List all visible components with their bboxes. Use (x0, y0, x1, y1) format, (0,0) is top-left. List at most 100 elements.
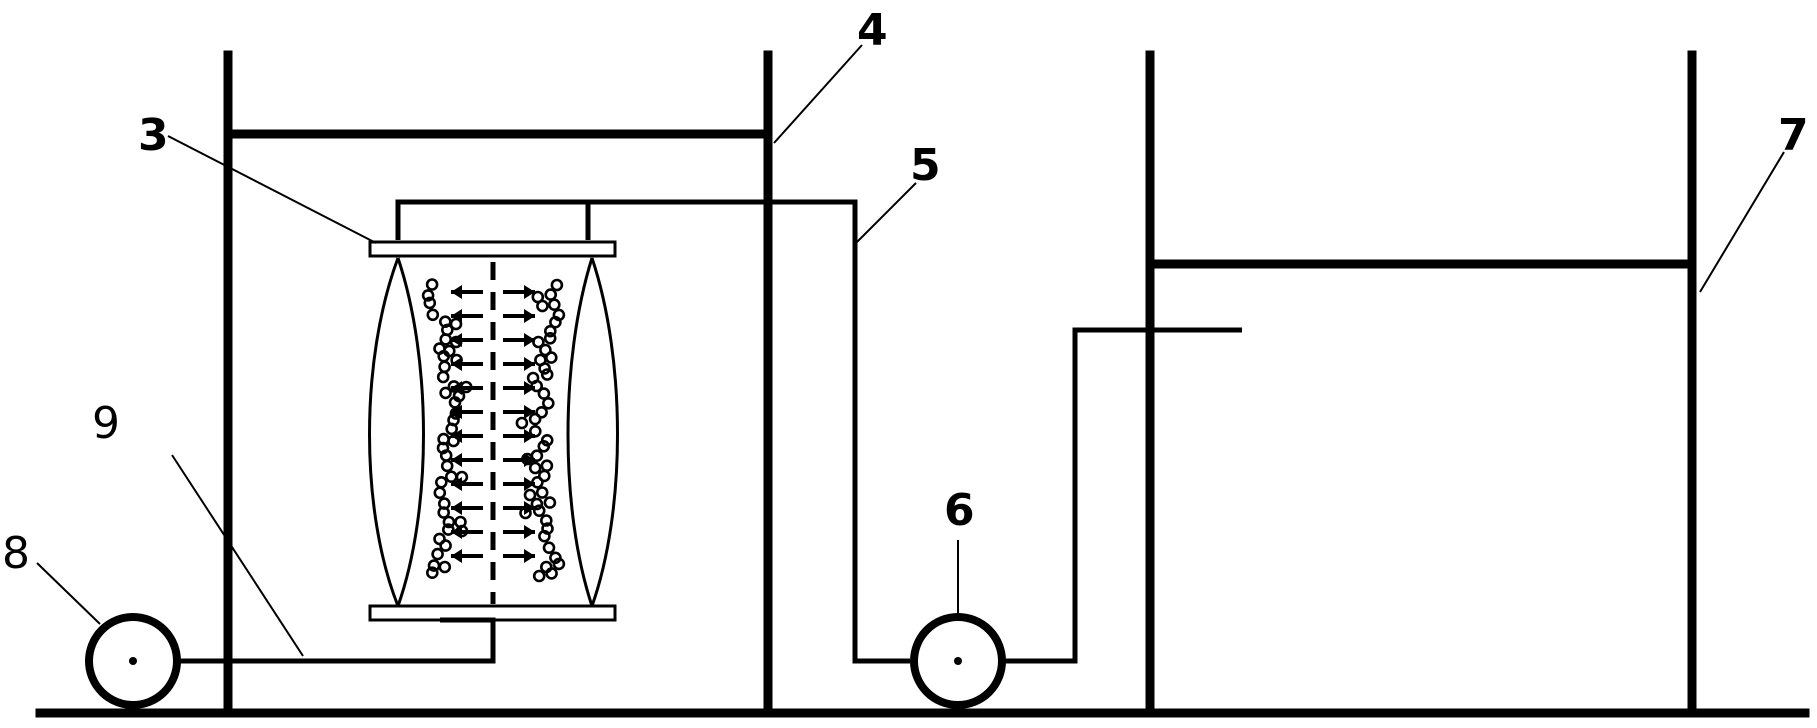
particle-bead (538, 529, 551, 543)
leader-4 (773, 44, 863, 144)
particle-bead (437, 506, 451, 519)
flow-arrow-left (451, 285, 483, 299)
particle-bead (542, 541, 556, 555)
particle-bead (547, 298, 561, 312)
label-4: 4 (857, 5, 888, 56)
module-top-plate (368, 240, 617, 258)
particle-bead (550, 278, 564, 292)
particle-bead (440, 459, 454, 473)
flow-arrow-left (451, 309, 483, 323)
label-7: 7 (1778, 110, 1809, 161)
module-top-cap (395, 199, 591, 240)
particle-bead (530, 497, 544, 511)
pump-8-body (85, 613, 181, 709)
flow-arrow-right (503, 381, 535, 395)
flow-arrow-right (503, 285, 535, 299)
particle-bead (530, 379, 544, 393)
pump-6-outlet-pipe (1005, 327, 1242, 664)
particle-bead (544, 288, 558, 301)
particle-bead (433, 486, 447, 500)
particle-bead (536, 299, 549, 313)
pump-6-hub (954, 657, 962, 665)
leader-7 (1699, 151, 1785, 293)
module-bottom-stub (440, 617, 496, 650)
particle-bead (421, 289, 435, 302)
flow-arrow-right (503, 333, 535, 347)
flow-arrows (451, 285, 535, 563)
particle-bead (535, 405, 548, 419)
particle-bead (537, 439, 551, 453)
leader-8 (36, 562, 101, 625)
particle-bead (515, 416, 529, 430)
right-membrane-inner (566, 257, 594, 607)
particle-bead (438, 560, 452, 574)
particle-bead (426, 308, 440, 322)
particle-bead (447, 380, 461, 393)
particle-bead (455, 524, 469, 538)
particle-bead (528, 412, 542, 426)
flow-arrow-left (451, 501, 483, 515)
particle-bead (531, 475, 544, 489)
leader-5 (856, 182, 917, 243)
particle-bead (521, 452, 534, 466)
particle-bead (539, 514, 553, 527)
flow-arrow-right (503, 525, 535, 539)
particle-bead (528, 424, 542, 438)
particle-beads (421, 278, 566, 583)
particle-bead (552, 557, 566, 571)
particle-bead (439, 539, 452, 552)
pipe-5 (588, 199, 910, 664)
particle-bead (423, 296, 437, 310)
particle-bead (538, 362, 551, 375)
particle-bead (535, 486, 549, 499)
pump-8-hub (129, 657, 137, 665)
particle-bead (449, 335, 463, 349)
particle-bead (436, 370, 450, 384)
particle-bead (532, 569, 546, 583)
flow-arrow-right (503, 405, 535, 419)
particle-bead (528, 461, 542, 475)
left-membrane-outer (368, 257, 400, 607)
particle-bead (450, 353, 463, 367)
particle-bead (540, 459, 554, 473)
pipe-9 (180, 650, 496, 664)
particle-bead (445, 422, 459, 436)
particle-bead (455, 470, 469, 484)
particle-bead (433, 532, 446, 546)
particle-bead (523, 488, 537, 502)
particle-bead (545, 567, 558, 580)
particle-bead (439, 386, 452, 400)
particle-bead (442, 515, 456, 529)
particle-bead (543, 324, 557, 338)
particle-bead (459, 380, 473, 394)
particle-bead (532, 335, 545, 349)
particle-bead (431, 547, 444, 561)
flow-arrow-right (503, 309, 535, 323)
particle-bead (425, 566, 439, 580)
flow-arrow-left (451, 333, 483, 347)
label-3: 3 (138, 110, 169, 161)
particle-bead (543, 331, 557, 345)
label-5: 5 (910, 140, 941, 191)
flow-arrow-right (503, 429, 535, 443)
flow-arrow-right (503, 549, 535, 563)
leader-9 (171, 454, 304, 657)
particle-bead (549, 315, 562, 329)
label-8: 8 (2, 528, 30, 579)
particle-bead (537, 387, 551, 400)
flow-arrow-right (503, 501, 535, 515)
flow-arrow-left (451, 549, 483, 563)
particle-bead (438, 360, 451, 374)
particle-bead (539, 343, 552, 357)
particle-bead (541, 396, 555, 410)
particle-bead (449, 317, 463, 331)
particle-bead (444, 470, 458, 484)
leader-3 (167, 135, 377, 244)
label-9: 9 (92, 398, 120, 449)
membrane-module (368, 199, 619, 650)
particle-bead (543, 496, 557, 509)
label-6: 6 (944, 485, 975, 536)
particle-bead (425, 278, 439, 291)
right-membrane-outer (590, 257, 619, 607)
